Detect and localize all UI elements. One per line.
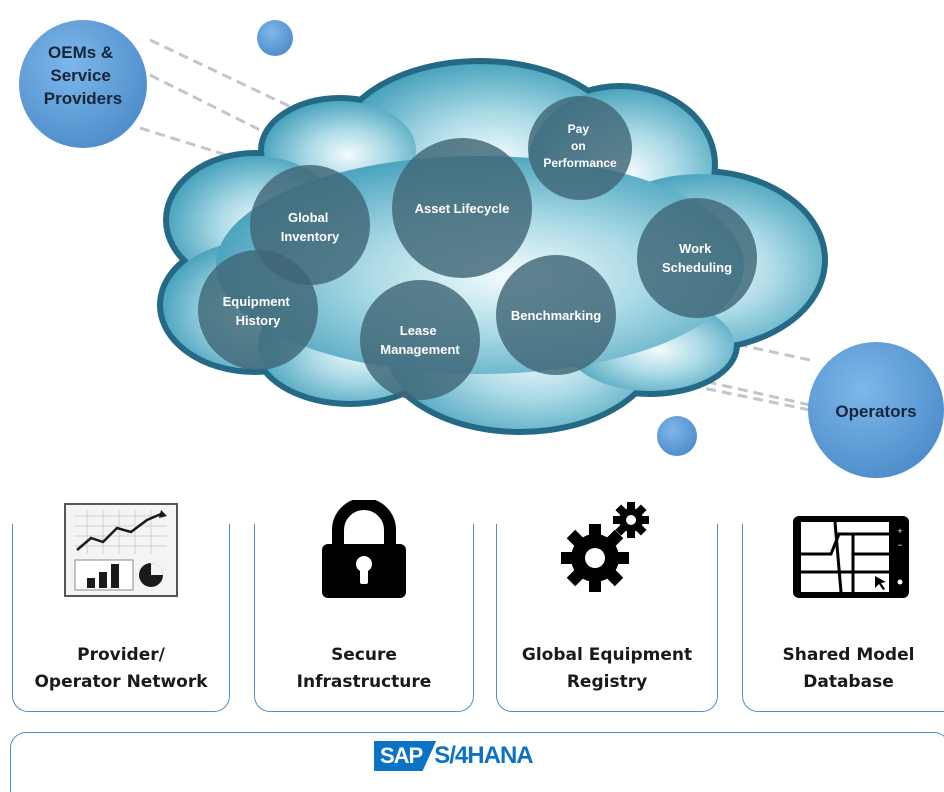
operators-label: Operators [835, 402, 916, 421]
pay-on-performance-label: Pay on Performance [543, 122, 617, 170]
cloud-diagram: Asset Lifecycle Pay on Performance Globa… [19, 20, 944, 478]
sap-logo-box: SAP [374, 741, 437, 771]
pay-on-performance-bubble [528, 96, 632, 200]
gears-icon [561, 502, 649, 592]
benchmarking-label: Benchmarking [511, 308, 601, 323]
lease-management-bubble [360, 280, 480, 400]
asset-lifecycle-bubble [392, 138, 532, 278]
map-tablet-icon: + − [793, 516, 909, 598]
equipment-history-label: Equipment History [223, 294, 294, 328]
benchmarking-bubble [496, 255, 616, 375]
lease-management-label: Lease Management [380, 323, 460, 357]
zoom-out-icon: − [897, 540, 902, 550]
equipment-history-bubble [198, 250, 318, 370]
asset-lifecycle-label: Asset Lifecycle [415, 201, 510, 216]
panel-global-equipment-registry: Global Equipment Registry [496, 502, 718, 712]
decorative-small-circle [257, 20, 293, 56]
panel-label-global-equipment-registry: Global Equipment Registry [521, 645, 693, 692]
s4hana-logo-text: S/4HANA [434, 742, 533, 769]
power-icon [897, 579, 903, 585]
zoom-in-icon: + [897, 526, 902, 536]
panel-secure-infrastructure: Secure Infrastructure [254, 500, 474, 712]
connector-line [139, 126, 301, 180]
padlock-icon [322, 500, 406, 598]
operators-node [808, 342, 944, 478]
chart-dashboard-icon [64, 503, 178, 597]
bubble-labels: Asset Lifecycle Pay on Performance Globa… [223, 122, 732, 357]
work-scheduling-label: Work Scheduling [662, 241, 732, 275]
oems-service-providers-node [19, 20, 147, 148]
global-inventory-label: Global Inventory [281, 210, 340, 244]
panel-shared-model-database: + − Shared Model Database [742, 516, 944, 712]
work-scheduling-bubble [637, 198, 757, 318]
sap-s4hana-logo: SAP S/4HANA [374, 740, 534, 772]
panel-provider-operator-network: Provider/ Operator Network [12, 503, 230, 712]
cloud-bubbles [198, 96, 757, 400]
footer-platform-bar [10, 732, 944, 792]
panel-label-provider-operator-network: Provider/ Operator Network [34, 645, 208, 692]
oems-service-providers-label: OEMs & Service Providers [44, 43, 122, 108]
panel-label-shared-model-database: Shared Model Database [782, 645, 915, 692]
decorative-small-circle [657, 416, 697, 456]
panel-label-secure-infrastructure: Secure Infrastructure [296, 645, 432, 692]
